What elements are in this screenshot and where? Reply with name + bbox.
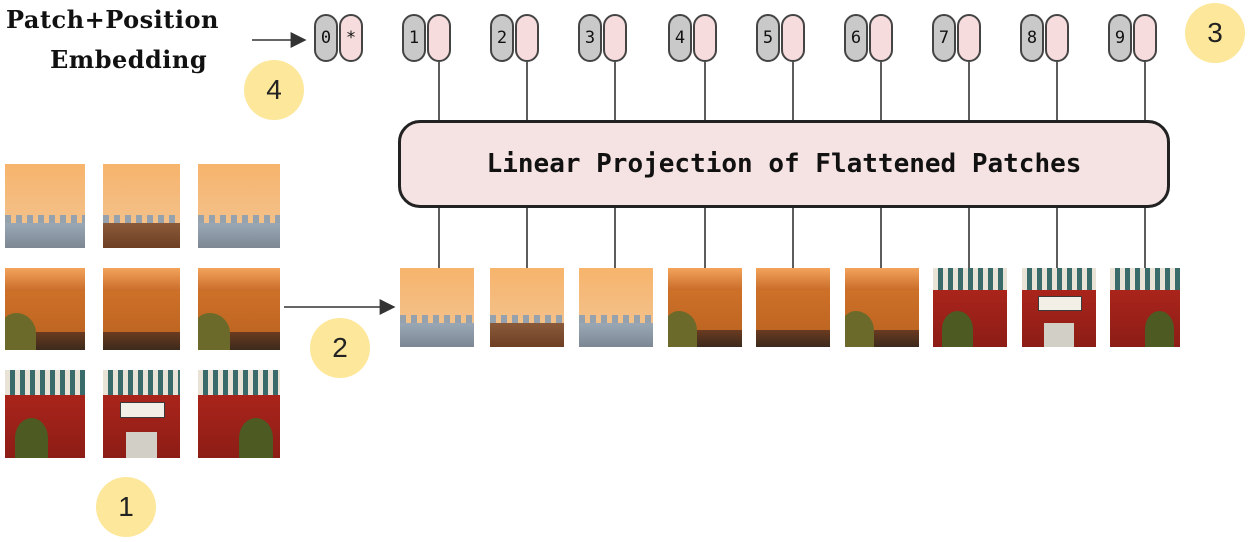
position-embedding-2 [515, 14, 539, 62]
token-index-6: 6 [844, 14, 868, 62]
token-index-1: 1 [402, 14, 426, 62]
source-patch-2 [103, 164, 180, 248]
source-patch-9 [198, 370, 280, 458]
token-index-0: 0 [314, 14, 338, 62]
source-patch-8 [103, 370, 180, 458]
position-embedding-1 [427, 14, 451, 62]
token-index-4: 4 [668, 14, 692, 62]
flattened-patch-9 [1110, 268, 1180, 347]
flattened-patch-1 [400, 268, 474, 347]
token-index-2: 2 [490, 14, 514, 62]
source-patch-7 [5, 370, 85, 458]
flattened-patch-3 [579, 268, 653, 347]
linear-projection-box: Linear Projection of Flattened Patches [398, 120, 1170, 208]
embedding-label-line1: Patch+Position [6, 5, 219, 34]
token-index-5: 5 [756, 14, 780, 62]
position-embedding-7 [957, 14, 981, 62]
token-index-3: 3 [578, 14, 602, 62]
position-embedding-6 [869, 14, 893, 62]
position-embedding-4 [693, 14, 717, 62]
source-patch-3 [198, 164, 280, 248]
flattened-patch-6 [845, 268, 919, 347]
token-index-7: 7 [932, 14, 956, 62]
flattened-patch-8 [1022, 268, 1096, 347]
badge-3: 3 [1185, 3, 1245, 63]
source-patch-1 [5, 164, 85, 248]
badge-2: 2 [310, 318, 370, 378]
class-token-marker: * [339, 14, 363, 62]
flattened-patch-7 [933, 268, 1007, 347]
token-index-8: 8 [1020, 14, 1044, 62]
flattened-patch-4 [668, 268, 742, 347]
flattened-patch-5 [756, 268, 830, 347]
flattened-patch-2 [490, 268, 564, 347]
token-index-9: 9 [1108, 14, 1132, 62]
embedding-label-line2: Embedding [50, 45, 208, 74]
position-embedding-9 [1133, 14, 1157, 62]
source-patch-5 [103, 268, 180, 350]
badge-1: 1 [96, 477, 156, 537]
position-embedding-3 [603, 14, 627, 62]
badge-4: 4 [244, 60, 304, 120]
position-embedding-5 [781, 14, 805, 62]
source-patch-4 [5, 268, 85, 350]
source-patch-6 [198, 268, 280, 350]
position-embedding-8 [1045, 14, 1069, 62]
